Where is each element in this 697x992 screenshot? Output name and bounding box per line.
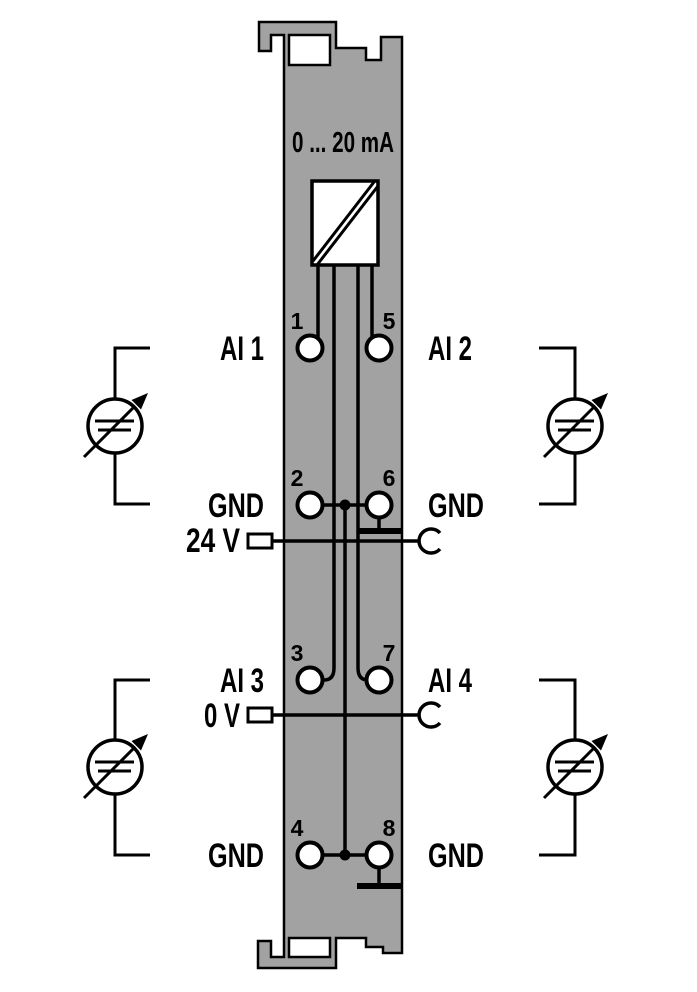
ground-icon-top xyxy=(357,518,402,534)
plug-icon-24v xyxy=(246,532,274,550)
terminal-1-number: 1 xyxy=(291,308,304,334)
label-gnd-left-top: GND xyxy=(208,487,264,525)
plug-icon-0v xyxy=(246,706,274,724)
terminal-6 xyxy=(364,490,394,520)
label-gnd-right-bottom: GND xyxy=(428,837,484,875)
label-24v: 24 V xyxy=(186,522,240,560)
socket-icon-0v xyxy=(417,701,442,729)
terminal-2 xyxy=(295,490,325,520)
din-rail-notch-bottom xyxy=(287,936,332,959)
terminal-3-number: 3 xyxy=(291,640,304,666)
label-0v: 0 V xyxy=(204,697,240,735)
signal-range-label: 0 ... 20 mA xyxy=(292,127,394,159)
terminal-7-number: 7 xyxy=(383,640,396,666)
source-leads-left-bottom xyxy=(113,678,150,857)
label-ai2: AI 2 xyxy=(428,330,472,368)
analog-converter-icon xyxy=(310,179,380,267)
ground-icon-bottom xyxy=(357,868,401,889)
label-ai1: AI 1 xyxy=(220,330,264,368)
junction-dot-bottom xyxy=(339,849,351,861)
din-rail-notch-top xyxy=(287,33,332,67)
label-ai4: AI 4 xyxy=(428,662,472,700)
terminal-8 xyxy=(364,840,394,870)
source-leads-right-top xyxy=(539,346,577,506)
source-leads-right-bottom xyxy=(539,678,577,857)
terminal-4 xyxy=(295,840,325,870)
terminal-6-number: 6 xyxy=(383,465,396,491)
socket-icon-24v xyxy=(417,527,442,555)
terminal-8-number: 8 xyxy=(383,815,396,841)
label-gnd-left-bottom: GND xyxy=(208,837,264,875)
terminal-5-number: 5 xyxy=(383,308,396,334)
junction-dot-top xyxy=(339,499,351,511)
terminal-3 xyxy=(295,665,325,695)
terminal-4-number: 4 xyxy=(291,815,304,841)
terminal-2-number: 2 xyxy=(291,465,304,491)
source-leads-left-top xyxy=(113,346,150,506)
terminal-7 xyxy=(364,665,394,695)
label-ai3: AI 3 xyxy=(220,662,264,700)
terminal-1 xyxy=(295,333,325,363)
terminal-5 xyxy=(364,333,394,363)
label-gnd-right-top: GND xyxy=(428,487,484,525)
